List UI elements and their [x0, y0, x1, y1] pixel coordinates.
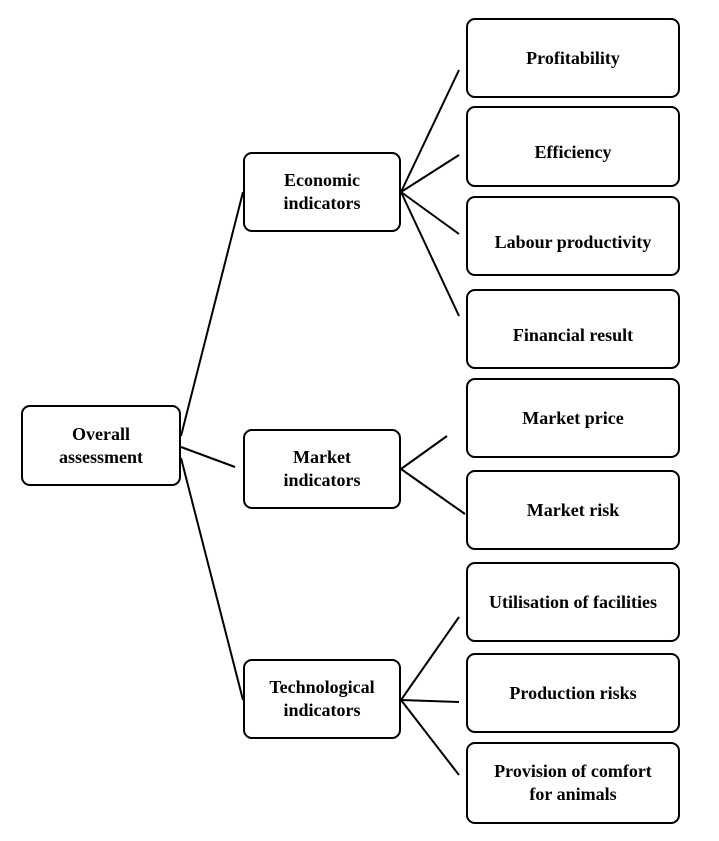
node-provision-of-comfort: Provision of comfort for animals — [466, 742, 680, 824]
connector-tech-production — [400, 699, 460, 703]
node-labour-productivity: Labour productivity — [466, 196, 680, 276]
node-market-risk: Market risk — [466, 470, 680, 550]
node-label: Market risk — [526, 499, 620, 520]
node-label: Efficiency — [534, 142, 612, 162]
node-market-indicators: Market indicators — [243, 429, 401, 509]
node-profitability: Profitability — [466, 18, 680, 98]
node-label: Utilisation of facilities — [489, 591, 657, 612]
node-label: Technological indicators — [269, 677, 375, 720]
node-label: Market indicators — [283, 447, 361, 490]
node-label: Provision of comfort for animals — [494, 761, 652, 804]
node-label: Economic indicators — [283, 170, 361, 213]
node-overall-assessment: Overall assessment — [21, 405, 181, 486]
connector-root-technological — [180, 457, 244, 701]
node-label: Financial result — [512, 324, 634, 345]
node-label: Overall assessment — [59, 423, 143, 467]
connector-tech-comfort — [400, 699, 460, 776]
node-label: Profitability — [526, 47, 620, 68]
connector-economic-efficiency — [400, 154, 460, 193]
connector-economic-profitability — [400, 69, 460, 193]
node-label: Labour productivity — [494, 231, 652, 252]
node-label: Market price — [522, 407, 624, 428]
connector-root-economic — [180, 191, 244, 437]
connector-market-price — [400, 435, 448, 470]
node-utilisation-of-facilities: Utilisation of facilities — [466, 562, 680, 642]
connector-economic-financial — [400, 191, 460, 317]
connector-market-risk — [400, 468, 466, 515]
node-label: Production risks — [509, 682, 637, 703]
node-economic-indicators: Economic indicators — [243, 152, 401, 232]
node-production-risks: Production risks — [466, 653, 680, 733]
node-market-price: Market price — [466, 378, 680, 458]
node-technological-indicators: Technological indicators — [243, 659, 401, 739]
node-efficiency: Efficiency — [466, 106, 680, 187]
connector-economic-labour — [400, 191, 460, 235]
node-financial-result: Financial result — [466, 289, 680, 369]
connector-tech-utilisation — [400, 616, 460, 701]
connector-root-market — [180, 446, 236, 468]
